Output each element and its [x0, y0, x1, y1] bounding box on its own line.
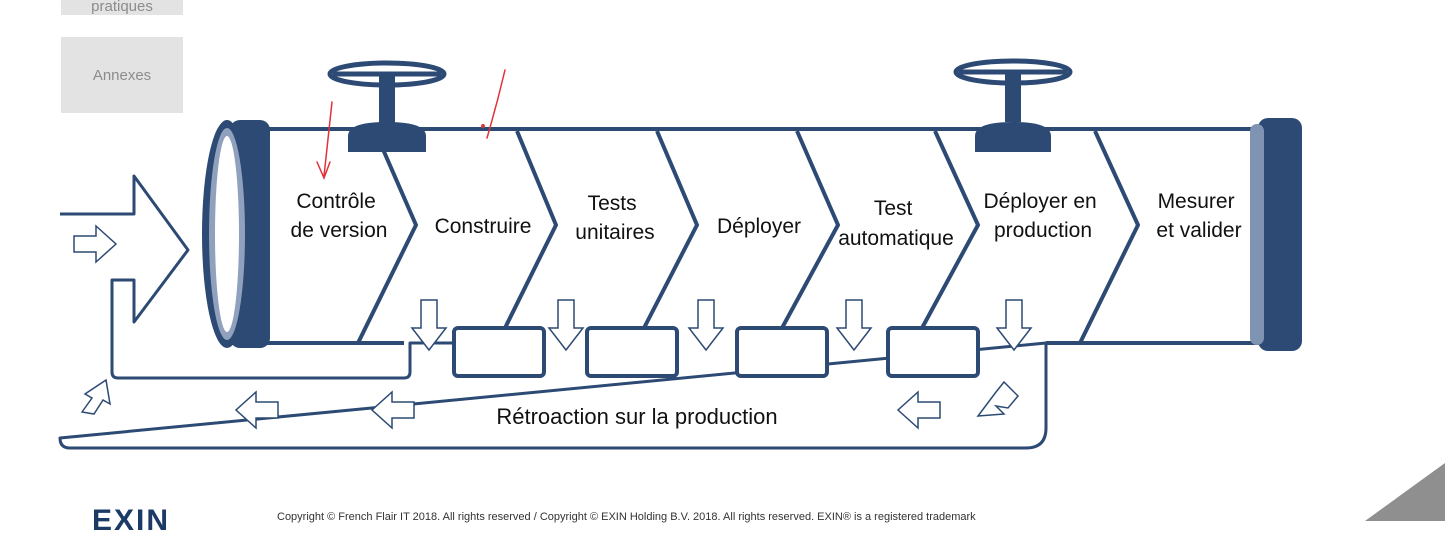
annotation-slash [486, 69, 506, 139]
stage-label-build: Construire [435, 215, 532, 238]
stage-label-line: Déployer [717, 215, 801, 238]
stage-label-line: et valider [1156, 219, 1241, 242]
stage-label-line: Test [874, 197, 913, 220]
stage-label-line: Construire [435, 215, 532, 238]
stage-label-line: Déployer en [983, 190, 1096, 213]
up-arrow-icon [80, 378, 111, 415]
left-arrow-icon [896, 390, 941, 430]
output-box [585, 326, 679, 378]
stage-label-line: Contrôle [296, 190, 375, 213]
feedback-arrows [73, 224, 1020, 430]
stage-label-unit-tests: Tests unitaires [575, 192, 654, 244]
stage-label-measure: Mesurer et valider [1156, 190, 1241, 242]
output-box [886, 326, 980, 378]
annotation-arrow [316, 101, 333, 180]
pen-annotation [316, 69, 506, 180]
stage-chevrons [356, 130, 1140, 344]
down-arrow-icon [995, 299, 1033, 352]
left-arrow-icon [370, 390, 415, 430]
stage-label-deploy-production: Déployer en production [983, 190, 1102, 242]
stage-label-deploy: Déployer [717, 215, 801, 238]
output-box [452, 326, 546, 378]
valve-right-icon [953, 58, 1073, 152]
down-arrows [410, 299, 1033, 352]
stage-label-line: Tests [588, 192, 637, 215]
stage-outputs [452, 326, 980, 378]
stage-label-line: de version [291, 219, 388, 242]
down-left-arrow-icon [976, 380, 1020, 417]
chevron [920, 130, 980, 329]
down-arrow-icon [410, 299, 448, 352]
sidebar-item-annexes[interactable]: Annexes [61, 37, 183, 113]
feedback-loop [58, 174, 1048, 450]
pipe-left-flange [202, 120, 270, 348]
annotation-dot [481, 124, 485, 128]
down-arrow-icon [687, 299, 725, 352]
stage-label-line: Mesurer [1158, 190, 1235, 213]
stage-label-auto-test: Test automatique [838, 197, 954, 250]
stage-label-line: automatique [838, 227, 954, 250]
stage-label-line: production [994, 219, 1092, 242]
sidebar-item-pratiques[interactable]: pratiques [61, 0, 183, 15]
sidebar-item-label: Annexes [92, 66, 152, 84]
chevron [1078, 130, 1140, 344]
chevron [356, 130, 418, 344]
valve-left-icon [327, 60, 447, 152]
stage-label-line: unitaires [575, 221, 654, 244]
chevron [503, 130, 558, 329]
output-box [735, 326, 829, 378]
chevron [780, 130, 840, 329]
feedback-label: Rétroaction sur la production [496, 404, 777, 429]
down-arrow-icon [835, 299, 873, 352]
chevron [642, 130, 699, 329]
exin-logo: EXIN [92, 504, 171, 537]
right-arrow-icon [73, 224, 118, 264]
corner-decoration [1365, 463, 1445, 521]
down-arrow-icon [547, 299, 585, 352]
stage-labels: Contrôle de version Construire Tests uni… [291, 190, 1242, 250]
pipe-right-flange [1250, 118, 1302, 351]
left-arrow-icon [234, 390, 279, 430]
sidebar-item-label: pratiques [91, 0, 153, 15]
devops-pipeline-diagram: Contrôle de version Construire Tests uni… [58, 58, 1302, 450]
stage-label-version-control: Contrôle de version [291, 190, 388, 242]
copyright-footer: Copyright © French Flair IT 2018. All ri… [277, 511, 976, 523]
